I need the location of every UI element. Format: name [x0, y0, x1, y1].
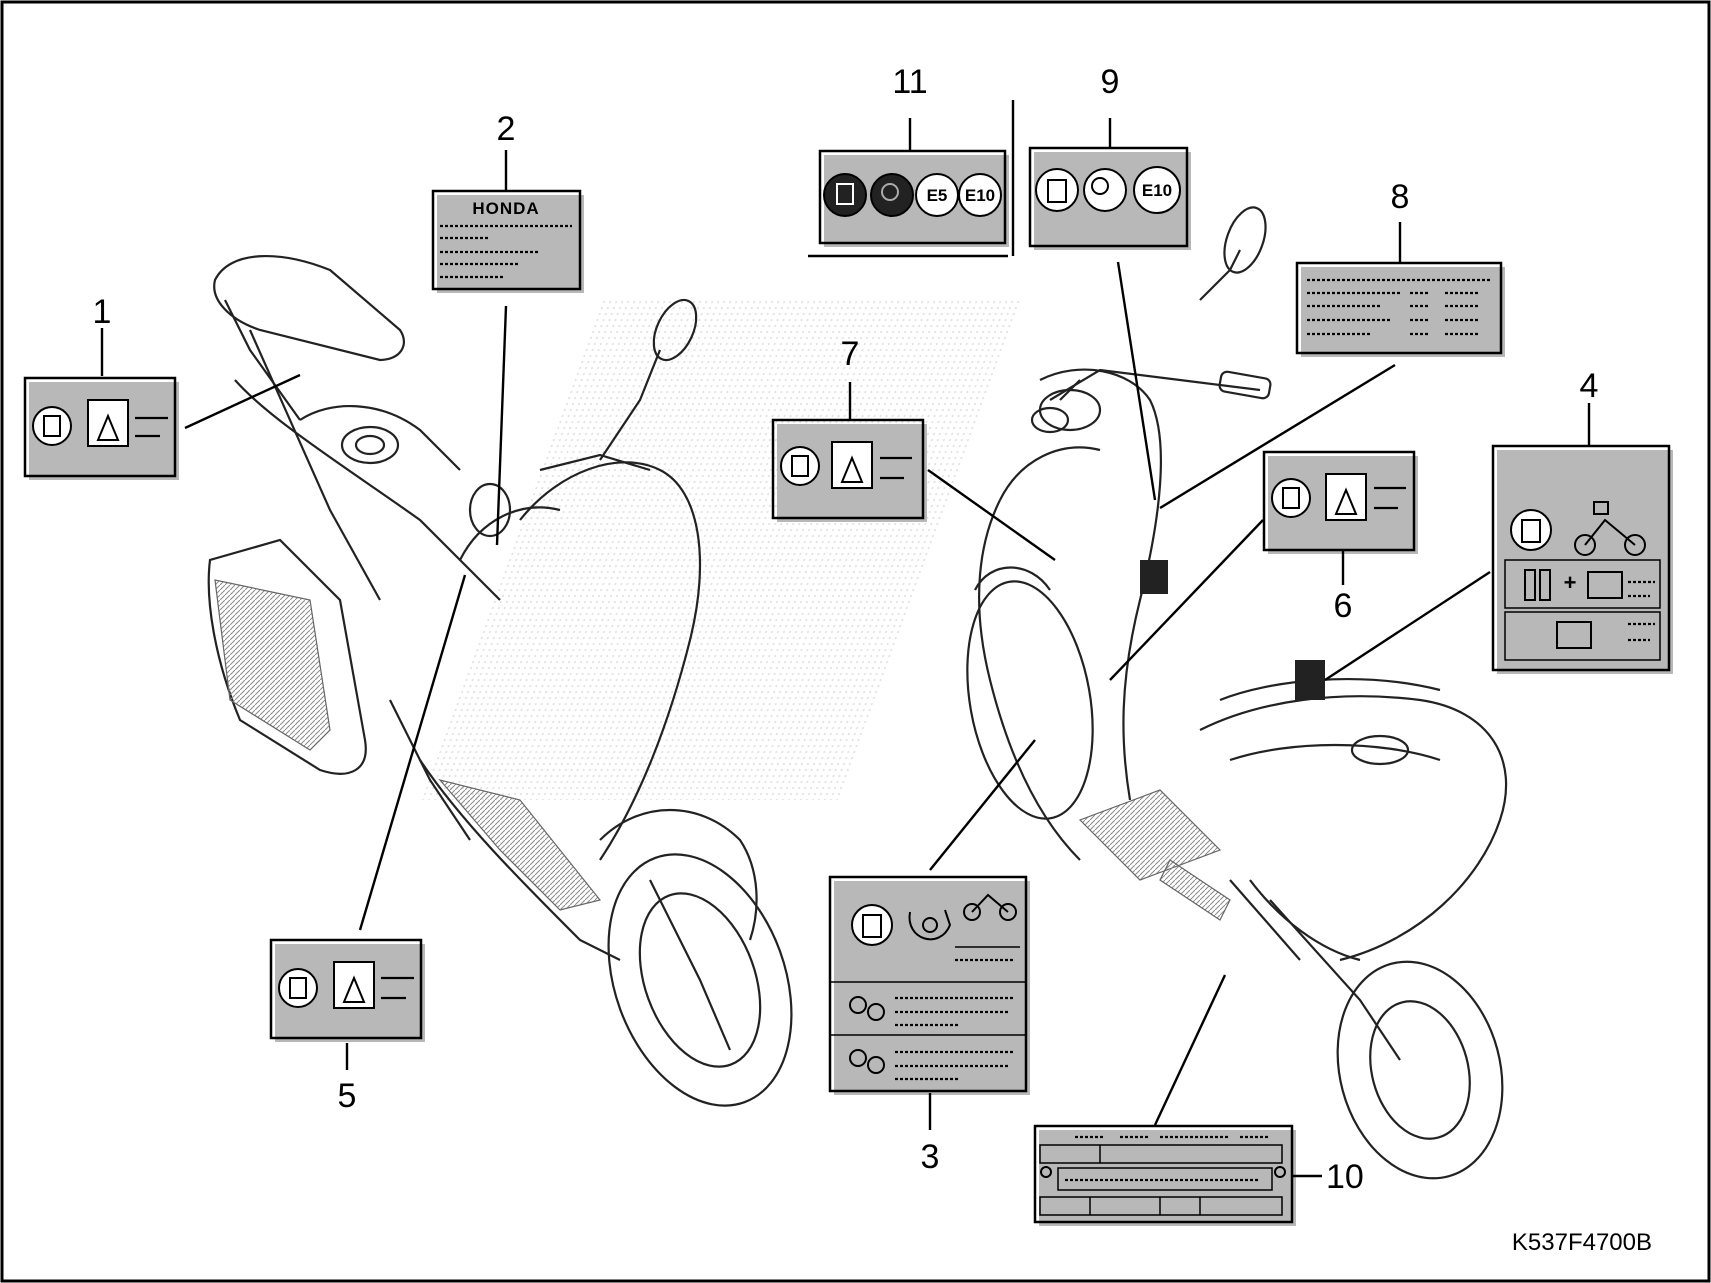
- leader-line-7: [927, 469, 1056, 561]
- leader-line-8: [1159, 363, 1396, 510]
- fuel-symbol-e10-11: E10: [965, 186, 995, 205]
- decal-5-caution-label: [269, 938, 425, 1042]
- honda-brand-text: HONDA: [472, 199, 539, 218]
- fuel-symbol-e10-9: E10: [1142, 181, 1172, 200]
- decal-11-fuel-label: E5 E10: [818, 149, 1009, 247]
- leader-line-9: [1116, 261, 1157, 501]
- leader-line-2: [495, 305, 508, 546]
- leader-line-6: [1109, 519, 1264, 681]
- callout-10: 10: [1326, 1158, 1364, 1196]
- decal-8-tire-pressure-label: [1295, 261, 1505, 357]
- callout-5: 5: [338, 1077, 357, 1115]
- leader-line-1: [184, 373, 301, 430]
- decal-1-caution-label: [23, 376, 179, 480]
- callout-1: 1: [93, 293, 112, 331]
- decal-10-specification-label: [1033, 1124, 1296, 1226]
- decal-9-fuel-label: E10: [1028, 146, 1191, 250]
- decal-4-warning-label: +: [1491, 444, 1673, 674]
- decal-6-caution-label: [1262, 450, 1418, 554]
- callout-2: 2: [497, 110, 516, 148]
- callout-9: 9: [1101, 63, 1120, 101]
- leader-line-5: [358, 574, 467, 931]
- drawing-code: K537F4700B: [1512, 1229, 1652, 1256]
- callout-11: 11: [892, 63, 927, 101]
- callout-7: 7: [841, 335, 860, 373]
- callout-3: 3: [921, 1138, 940, 1176]
- leader-line-3: [929, 739, 1036, 871]
- callout-6: 6: [1334, 587, 1353, 625]
- callout-4: 4: [1580, 367, 1599, 405]
- fuel-symbol-e5: E5: [927, 186, 948, 205]
- scooter-right-illustration: [966, 206, 1508, 1180]
- leader-line-4: [1324, 570, 1491, 682]
- svg-text:+: +: [1564, 570, 1577, 595]
- leader-line-10: [1153, 974, 1227, 1126]
- callout-8: 8: [1391, 178, 1410, 216]
- decal-2-honda-caution-label: HONDA: [431, 189, 584, 293]
- decal-3-warning-label: [828, 875, 1030, 1095]
- decal-7-caution-label: [771, 418, 927, 522]
